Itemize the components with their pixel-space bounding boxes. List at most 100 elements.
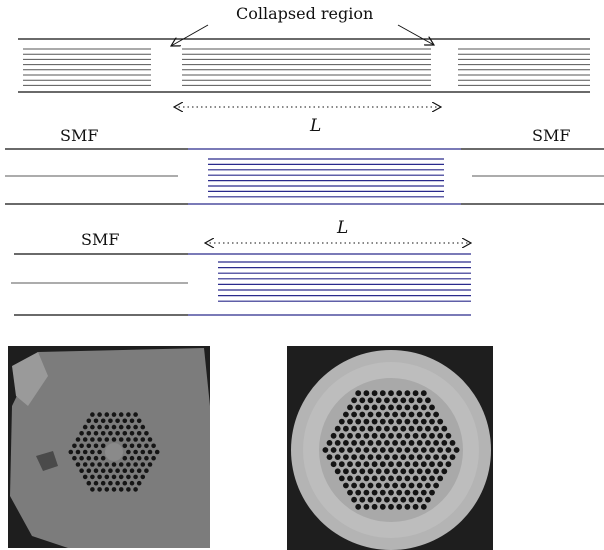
- air-hole: [429, 475, 435, 482]
- air-hole: [111, 474, 117, 480]
- air-hole: [441, 468, 448, 475]
- air-hole: [90, 474, 95, 480]
- air-hole: [154, 449, 160, 455]
- air-hole: [375, 397, 382, 404]
- air-hole: [441, 440, 448, 446]
- air-hole-lines-left: [23, 48, 151, 86]
- air-hole: [384, 454, 390, 460]
- air-hole: [359, 482, 366, 489]
- air-hole: [412, 390, 419, 397]
- air-hole: [367, 454, 374, 460]
- air-hole: [351, 425, 357, 432]
- air-hole: [379, 489, 386, 496]
- air-hole: [133, 412, 138, 417]
- air-hole: [129, 443, 135, 449]
- air-hole: [363, 418, 370, 425]
- air-hole: [104, 462, 110, 467]
- air-hole: [136, 468, 142, 473]
- air-hole: [338, 475, 345, 482]
- air-hole: [140, 424, 146, 430]
- air-hole: [379, 418, 386, 425]
- air-hole: [347, 489, 353, 496]
- air-hole: [396, 475, 403, 482]
- air-hole: [425, 425, 431, 432]
- air-hole: [338, 461, 345, 468]
- air-hole: [122, 480, 128, 486]
- air-hole: [429, 404, 435, 411]
- air-hole: [338, 418, 345, 425]
- air-hole: [425, 411, 431, 418]
- air-hole: [115, 431, 120, 436]
- air-hole: [136, 418, 142, 424]
- air-hole: [347, 432, 353, 439]
- air-hole: [334, 425, 341, 432]
- air-hole: [379, 475, 386, 482]
- panel-collapsed-pcf: [18, 24, 590, 107]
- air-hole: [384, 482, 390, 489]
- air-hole: [416, 468, 423, 475]
- air-hole: [326, 454, 333, 460]
- smf-right-label: SMF: [532, 126, 571, 145]
- air-hole: [441, 454, 448, 460]
- air-hole: [363, 461, 370, 468]
- air-hole: [404, 404, 411, 411]
- air-hole: [379, 432, 386, 439]
- air-hole: [437, 418, 444, 425]
- air-hole: [126, 449, 131, 455]
- pcf-blue-hole-lines-bottom: [218, 261, 471, 302]
- air-hole: [384, 440, 390, 446]
- air-hole: [445, 461, 452, 468]
- air-hole: [111, 487, 117, 492]
- air-hole: [343, 411, 349, 418]
- air-hole: [375, 454, 382, 460]
- air-hole: [338, 447, 345, 453]
- air-hole: [330, 432, 337, 439]
- air-hole: [86, 480, 92, 486]
- air-hole: [115, 480, 120, 486]
- air-hole: [375, 440, 382, 446]
- air-hole: [79, 468, 84, 473]
- air-hole: [359, 496, 366, 503]
- air-hole: [359, 411, 366, 418]
- air-hole: [140, 437, 146, 442]
- air-hole: [86, 468, 92, 473]
- air-hole: [100, 431, 106, 436]
- air-hole: [371, 418, 378, 425]
- air-hole: [122, 431, 128, 436]
- air-hole: [97, 412, 102, 417]
- air-hole: [433, 411, 439, 418]
- air-hole: [437, 447, 444, 453]
- air-hole: [396, 418, 403, 425]
- air-hole: [126, 424, 131, 430]
- air-hole: [388, 489, 394, 496]
- air-hole: [425, 496, 431, 503]
- air-hole: [115, 468, 120, 473]
- air-hole: [136, 431, 142, 436]
- air-hole: [104, 424, 110, 430]
- air-hole: [425, 468, 431, 475]
- pcf-blue-hole-lines: [208, 158, 444, 198]
- air-hole: [338, 432, 345, 439]
- air-hole: [392, 411, 398, 418]
- air-hole: [412, 475, 419, 482]
- air-hole: [347, 418, 353, 425]
- air-hole: [133, 437, 138, 442]
- air-hole: [122, 468, 128, 473]
- air-hole: [429, 418, 435, 425]
- air-hole: [388, 475, 394, 482]
- air-hole: [108, 480, 113, 486]
- air-hole: [379, 447, 386, 453]
- air-hole: [420, 461, 427, 468]
- air-hole: [86, 418, 92, 424]
- air-hole: [90, 437, 95, 442]
- air-hole: [367, 397, 374, 404]
- air-hole: [425, 440, 431, 446]
- air-hole: [355, 475, 362, 482]
- air-hole: [93, 468, 99, 473]
- air-hole: [384, 496, 390, 503]
- air-hole: [86, 443, 92, 449]
- air-hole: [82, 474, 88, 480]
- air-hole: [441, 425, 448, 432]
- air-hole: [445, 432, 452, 439]
- air-hole: [126, 487, 131, 492]
